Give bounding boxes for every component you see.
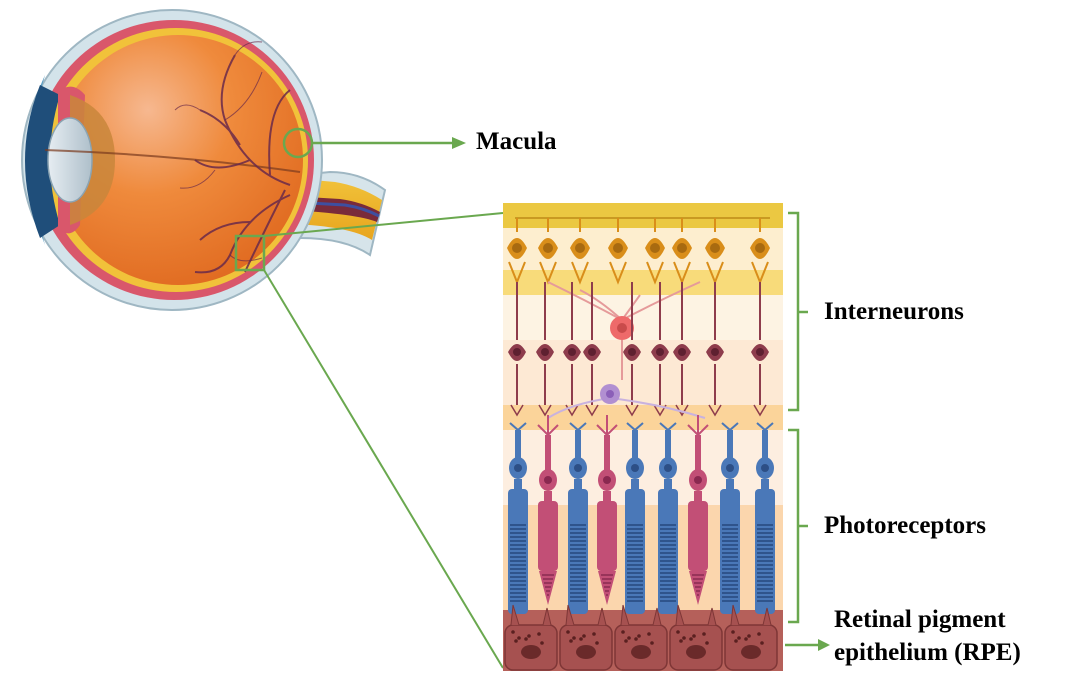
- eye-cross-section-icon: [22, 10, 385, 310]
- interneurons-bracket: [788, 213, 798, 410]
- rpe-label-line2: epithelium (RPE): [834, 638, 1021, 668]
- photoreceptors-label: Photoreceptors: [824, 511, 986, 541]
- macula-label: Macula: [476, 127, 557, 157]
- rpe-label-line1: Retinal pigment: [834, 605, 1006, 635]
- interneurons-label: Interneurons: [824, 297, 964, 327]
- bracket-group: [785, 213, 820, 645]
- zoom-line-bottom: [264, 270, 503, 668]
- retina-layers-icon: [503, 203, 783, 671]
- photoreceptors-bracket: [788, 430, 798, 622]
